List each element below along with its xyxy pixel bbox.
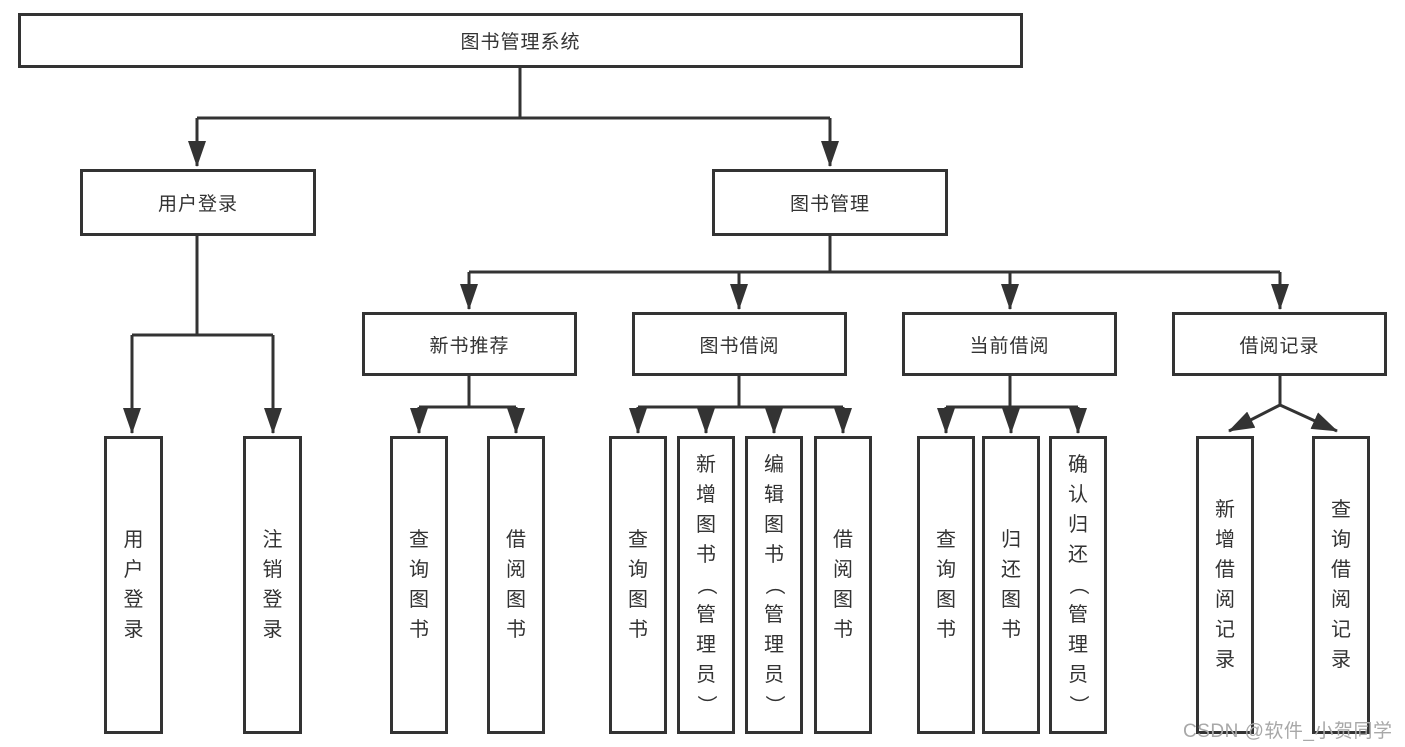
node-current-borrowing-label: 当前借阅 xyxy=(969,335,1050,357)
node-book-management-label: 图书管理 xyxy=(789,194,870,215)
node-user-login: 用户登录 xyxy=(80,169,316,236)
leaf-borrow-books-recommend-label: 借阅图书 xyxy=(506,529,526,641)
leaf-logout: 注销登录 xyxy=(243,436,302,734)
node-user-login-label: 用户登录 xyxy=(157,194,238,215)
leaf-query-books-recommend-label: 查询图书 xyxy=(409,529,429,641)
leaf-confirm-return-admin: 确认归还（管理员） xyxy=(1049,436,1107,734)
leaf-add-book-admin: 新增图书（管理员） xyxy=(677,436,735,734)
leaf-query-books-current-label: 查询图书 xyxy=(936,529,956,641)
leaf-query-books-borrowing-label: 查询图书 xyxy=(628,529,648,641)
node-borrowing-records: 借阅记录 xyxy=(1172,312,1387,376)
leaf-confirm-return-admin-label: 确认归还（管理员） xyxy=(1067,454,1089,715)
node-book-management: 图书管理 xyxy=(712,169,948,236)
node-book-borrowing-label: 图书借阅 xyxy=(699,335,780,357)
leaf-edit-book-admin: 编辑图书（管理员） xyxy=(745,436,803,734)
leaf-user-login-label: 用户登录 xyxy=(123,529,144,641)
leaf-query-books-current: 查询图书 xyxy=(917,436,975,734)
node-book-borrowing: 图书借阅 xyxy=(632,312,847,376)
leaf-query-borrow-record-label: 查询借阅记录 xyxy=(1331,499,1351,671)
leaf-return-books: 归还图书 xyxy=(982,436,1040,734)
leaf-borrow-books-recommend: 借阅图书 xyxy=(487,436,545,734)
leaf-borrow-books-borrowing-label: 借阅图书 xyxy=(833,529,853,641)
node-current-borrowing: 当前借阅 xyxy=(902,312,1117,376)
leaf-add-book-admin-label: 新增图书（管理员） xyxy=(695,454,717,715)
node-library-management-system-label: 图书管理系统 xyxy=(460,32,581,53)
leaf-query-borrow-record: 查询借阅记录 xyxy=(1312,436,1370,734)
leaf-query-books-borrowing: 查询图书 xyxy=(609,436,667,734)
leaf-add-borrow-record: 新增借阅记录 xyxy=(1196,436,1254,734)
leaf-edit-book-admin-label: 编辑图书（管理员） xyxy=(763,454,785,715)
node-borrowing-records-label: 借阅记录 xyxy=(1239,335,1320,357)
node-new-book-recommend-label: 新书推荐 xyxy=(429,335,510,357)
node-library-management-system: 图书管理系统 xyxy=(18,13,1023,68)
leaf-logout-label: 注销登录 xyxy=(262,529,283,641)
leaf-query-books-recommend: 查询图书 xyxy=(390,436,448,734)
leaf-user-login: 用户登录 xyxy=(104,436,163,734)
node-new-book-recommend: 新书推荐 xyxy=(362,312,577,376)
leaf-borrow-books-borrowing: 借阅图书 xyxy=(814,436,872,734)
leaf-return-books-label: 归还图书 xyxy=(1001,529,1021,641)
leaf-add-borrow-record-label: 新增借阅记录 xyxy=(1215,499,1235,671)
csdn-watermark: CSDN @软件_小贺同学 xyxy=(1183,721,1393,742)
